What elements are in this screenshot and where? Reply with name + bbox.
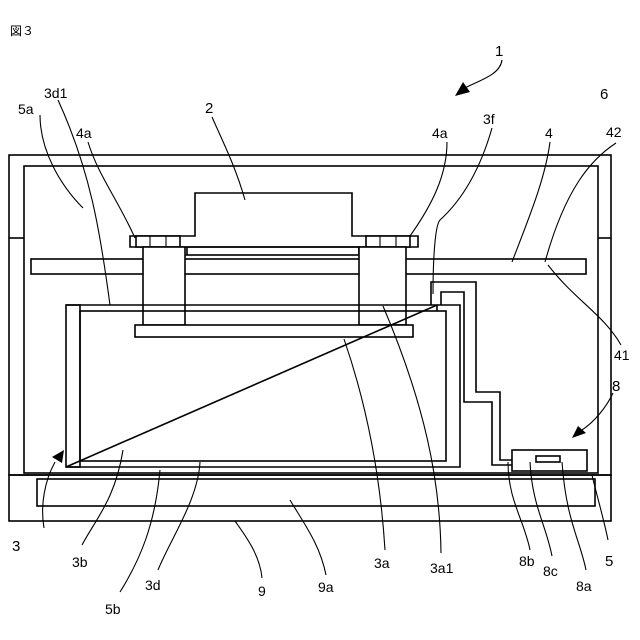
sensor-module <box>512 450 587 471</box>
figure-caption: 図３ <box>10 24 34 38</box>
label-5: 5 <box>605 553 613 570</box>
electronic-component <box>130 193 418 255</box>
label-41: 41 <box>614 347 630 363</box>
label-3f: 3f <box>483 111 495 127</box>
label-3d: 3d <box>145 577 161 593</box>
label-4a-left: 4a <box>76 125 92 141</box>
circuit-board <box>31 259 586 274</box>
label-42: 42 <box>606 124 622 140</box>
label-8b: 8b <box>519 553 535 569</box>
label-9a: 9a <box>318 579 334 595</box>
label-3d1: 3d1 <box>44 85 68 101</box>
label-1: 1 <box>495 43 503 60</box>
label-9: 9 <box>258 583 266 599</box>
label-8c: 8c <box>543 563 558 579</box>
base-plate <box>9 475 611 521</box>
label-3a: 3a <box>374 555 390 571</box>
label-6: 6 <box>600 86 608 103</box>
label-3: 3 <box>12 538 20 555</box>
label-5a: 5a <box>18 101 34 117</box>
leader-lines <box>40 100 621 592</box>
label-2: 2 <box>205 100 213 117</box>
heat-sink <box>66 305 460 467</box>
label-4a-right: 4a <box>432 125 448 141</box>
label-8a: 8a <box>576 578 592 594</box>
label-3a1: 3a1 <box>430 560 454 576</box>
label-3b: 3b <box>72 554 88 570</box>
label-5b: 5b <box>105 601 121 617</box>
heat-pipe <box>431 282 512 465</box>
label-8: 8 <box>612 378 620 395</box>
label-4: 4 <box>545 125 553 141</box>
